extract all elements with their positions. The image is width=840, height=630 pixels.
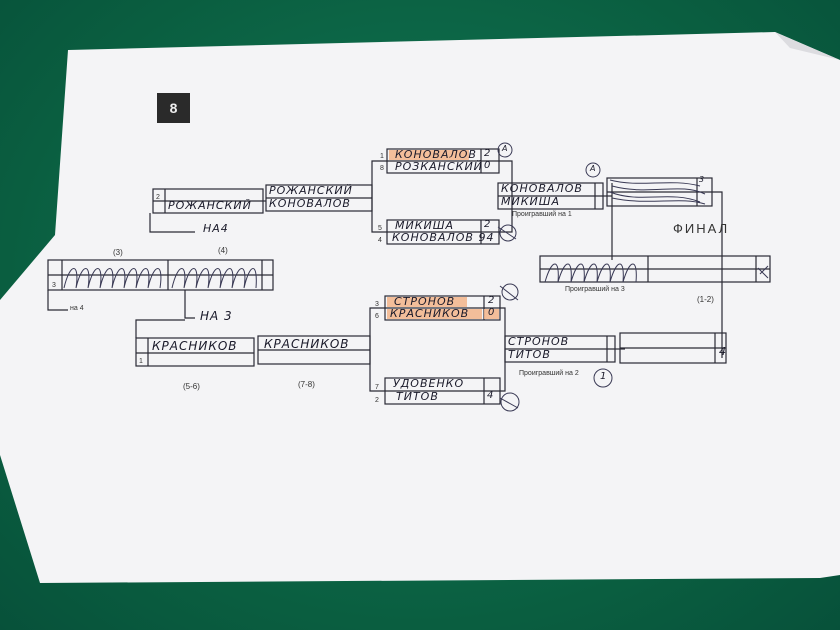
m2-bottom-name: КОНОВАЛОВ 94 bbox=[392, 231, 495, 244]
highlight-score-0 bbox=[484, 309, 499, 319]
m1-score-top: 2 bbox=[484, 148, 492, 159]
highlight-stronov bbox=[387, 297, 467, 307]
highlight-konovalov bbox=[389, 150, 469, 160]
na4-hand-label: НА4 bbox=[203, 222, 229, 235]
place-7-8: (7-8) bbox=[298, 380, 315, 389]
paper-shadow-edge bbox=[775, 32, 840, 60]
seed-2b: 2 bbox=[156, 194, 160, 201]
m2-top-name: МИКИША bbox=[395, 219, 455, 232]
m4-top-name: УДОВЕНКО bbox=[393, 377, 465, 390]
place-3: (3) bbox=[113, 248, 123, 257]
handwritten-3: 3 bbox=[699, 175, 706, 184]
loser1-bottom-name: КОНОВАЛОВ bbox=[269, 197, 351, 210]
loser2-label: Проигравший на 2 bbox=[519, 370, 579, 377]
m2-score-top: 2 bbox=[484, 219, 492, 230]
na4-print-label: на 4 bbox=[70, 305, 84, 312]
loser2-mid-name: КРАСНИКОВ bbox=[264, 337, 350, 351]
m1-top-name: КОНОВАЛОВ bbox=[395, 148, 477, 161]
page-number-badge: 8 bbox=[157, 93, 190, 123]
seed-1: 1 bbox=[380, 153, 384, 160]
seed-7: 7 bbox=[375, 384, 379, 391]
seed-2: 2 bbox=[375, 397, 379, 404]
circle-a-top: А bbox=[502, 144, 509, 153]
na3-hand-label: НА 3 bbox=[200, 309, 233, 323]
place-5-6: (5-6) bbox=[183, 382, 200, 391]
hatch-scribbles bbox=[63, 179, 769, 289]
m3-score-top: 2 bbox=[488, 295, 496, 306]
highlight-krasnikov bbox=[387, 309, 482, 319]
seed-5: 5 bbox=[378, 225, 382, 232]
loser1-top-name: РОЖАНСКИЙ bbox=[269, 184, 353, 197]
loser1-label: Проигравший на 1 bbox=[512, 211, 572, 218]
loser2-box bbox=[135, 337, 255, 367]
final-label: ФИНАЛ bbox=[673, 221, 730, 236]
w2-top-name: СТРОНОВ bbox=[508, 335, 570, 348]
loser-left-name: РОЖАНСКИЙ bbox=[168, 199, 252, 212]
circle-1: 1 bbox=[600, 371, 608, 382]
seed-8: 8 bbox=[380, 165, 384, 172]
w1-top-name: КОНОВАЛОВ bbox=[501, 182, 583, 195]
m1-bottom-name: РОЗКАНСКИЙ bbox=[395, 160, 483, 173]
handwritten-4: 4 bbox=[719, 345, 727, 358]
seed-6: 6 bbox=[375, 313, 379, 320]
seed-4: 4 bbox=[378, 237, 382, 244]
m4-bottom-name: ТИТОВ bbox=[396, 390, 439, 403]
m3-top-name: СТРОНОВ bbox=[394, 295, 456, 308]
seed-3b: 3 bbox=[52, 282, 56, 289]
circle-a-right: А bbox=[590, 164, 597, 173]
w1-bottom-name: МИКИША bbox=[501, 195, 561, 208]
place-1-2: (1-2) bbox=[697, 295, 714, 304]
loser2-left-name: КРАСНИКОВ bbox=[152, 339, 238, 353]
place-4: (4) bbox=[218, 246, 228, 255]
m1-score-bottom: 0 bbox=[484, 160, 492, 171]
loser3-label: Проигравший на 3 bbox=[565, 286, 625, 293]
seed-3: 3 bbox=[375, 301, 379, 308]
m3-score-bottom: 0 bbox=[488, 307, 496, 318]
m4-score-bottom: 4 bbox=[487, 390, 495, 401]
w2-bottom-name: ТИТОВ bbox=[508, 348, 551, 361]
seed-1b: 1 bbox=[139, 358, 143, 365]
m3-bottom-name: КРАСНИКОВ bbox=[390, 307, 470, 320]
